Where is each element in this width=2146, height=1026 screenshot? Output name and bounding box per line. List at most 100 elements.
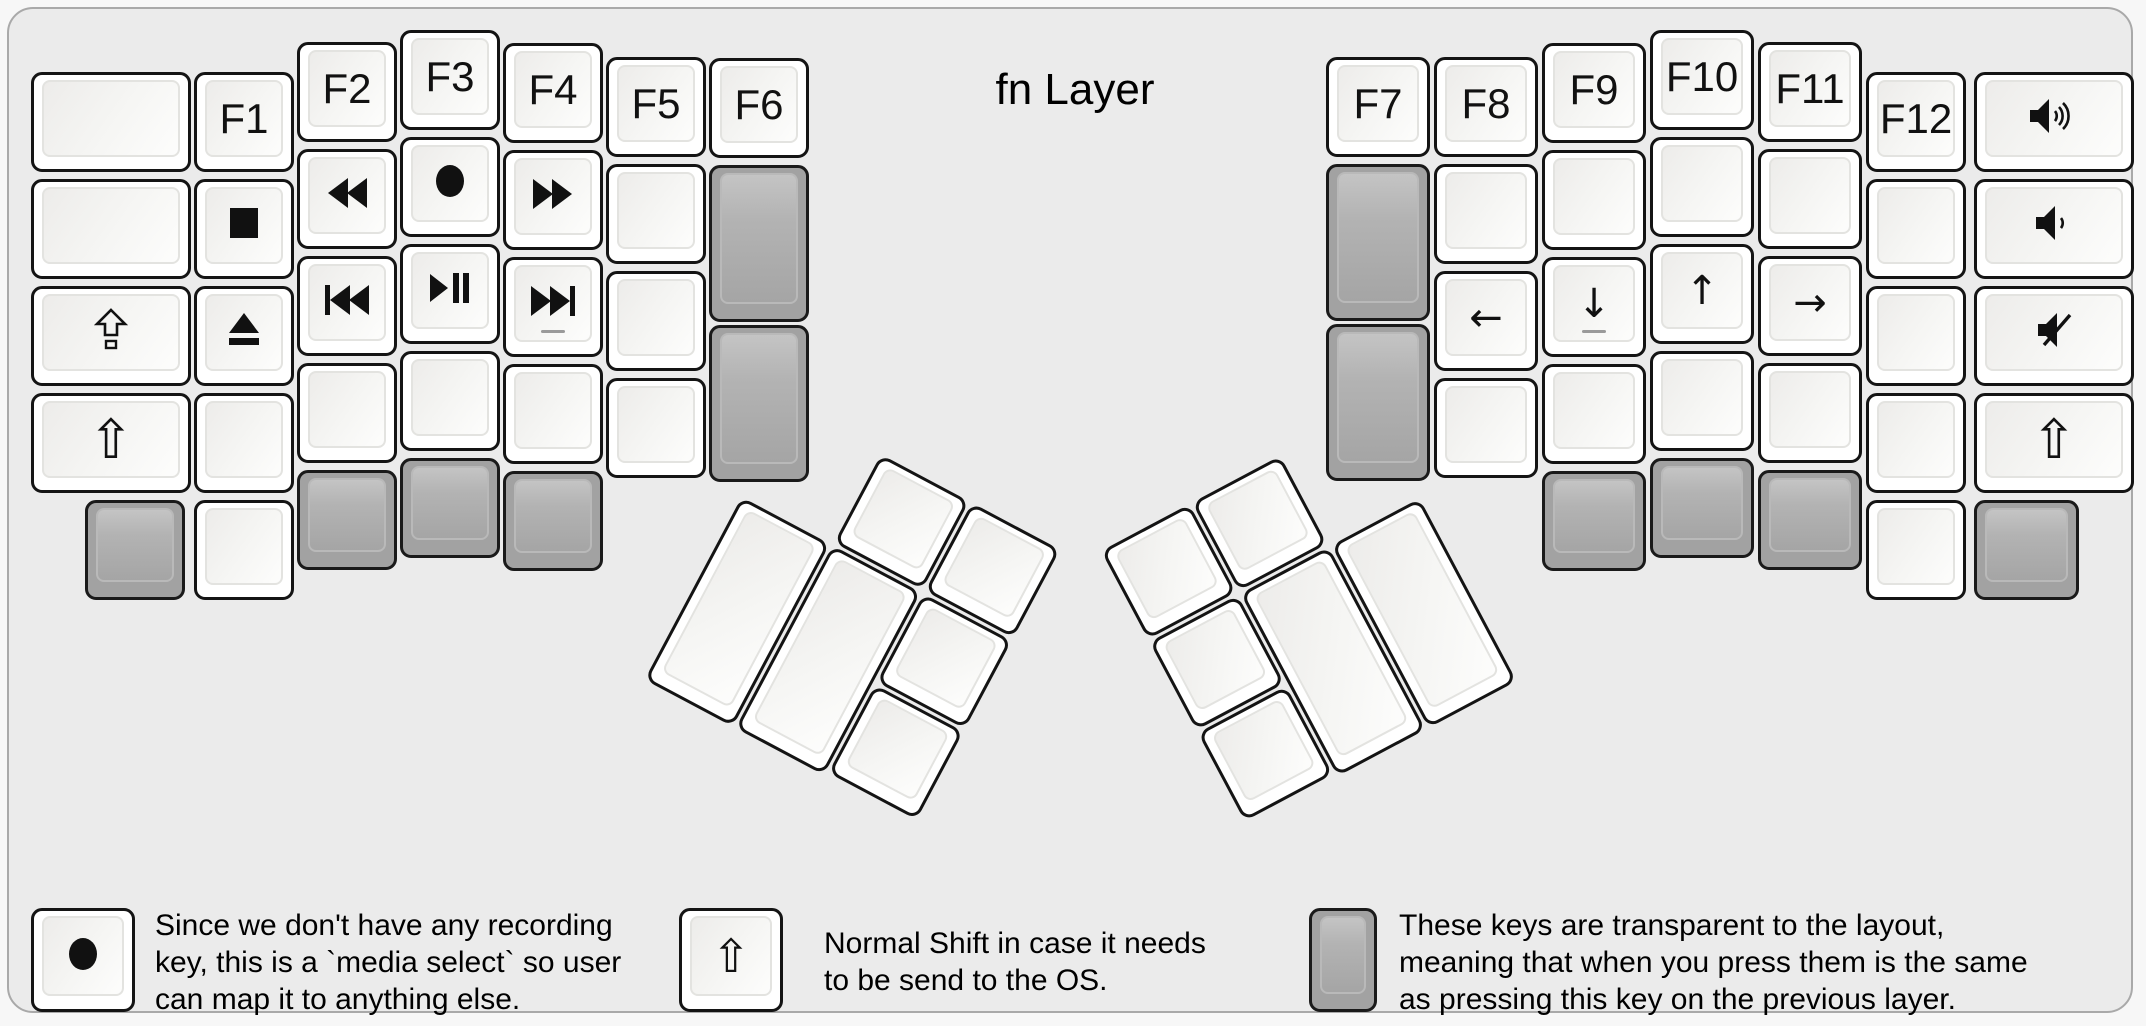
key-label: F1 — [219, 94, 269, 142]
record-icon — [434, 163, 466, 204]
key-blank-c1r4[interactable] — [194, 393, 294, 493]
key-volume-up[interactable] — [1974, 72, 2134, 172]
keytop — [308, 371, 386, 448]
key-transparent-c10r5[interactable] — [1650, 458, 1754, 558]
key-arrow-right[interactable]: → — [1758, 256, 1862, 356]
shift-icon: ⇧ — [2031, 407, 2077, 471]
keytop — [1661, 359, 1743, 436]
keytop — [1553, 479, 1635, 553]
key-transparent-left-bottom[interactable] — [85, 500, 185, 600]
keytop — [514, 372, 592, 449]
key-prev-track[interactable] — [297, 256, 397, 356]
keytop — [1661, 145, 1743, 222]
key-f10[interactable]: F10 — [1650, 30, 1754, 130]
keytop — [1445, 172, 1527, 249]
key-blank-c12r4[interactable] — [1866, 393, 1966, 493]
key-volume-mute[interactable] — [1974, 286, 2134, 386]
key-blank-c2r4[interactable] — [297, 363, 397, 463]
key-f2[interactable]: F2 — [297, 42, 397, 142]
keytop — [1877, 187, 1955, 264]
key-blank-c5r4[interactable] — [606, 378, 706, 478]
key-blank-c9r4[interactable] — [1542, 364, 1646, 464]
key-label: F11 — [1775, 64, 1845, 112]
key-blank-c4r4[interactable] — [503, 364, 603, 464]
keytop — [1985, 80, 2123, 157]
key-label: F9 — [1569, 65, 1619, 113]
keytop — [1445, 386, 1527, 463]
key-shift-left[interactable]: ⇧ — [31, 393, 191, 493]
keytop — [1337, 172, 1419, 303]
key-media-stop[interactable] — [194, 179, 294, 279]
keytop — [1661, 466, 1743, 540]
keytop — [411, 466, 489, 540]
keytop — [1553, 158, 1635, 235]
key-blank-c11r4[interactable] — [1758, 363, 1862, 463]
key-play-pause[interactable] — [400, 244, 500, 344]
key-media-record[interactable] — [400, 137, 500, 237]
keytop — [1320, 916, 1366, 994]
key-blank-c5r2[interactable] — [606, 164, 706, 264]
key-transparent-c4r5[interactable] — [503, 471, 603, 571]
key-f1[interactable]: F1 — [194, 72, 294, 172]
keytop: F9 — [1553, 51, 1635, 128]
keytop: ⇧ — [1985, 401, 2123, 478]
key-f6[interactable]: F6 — [709, 58, 809, 158]
key-blank-c8r4[interactable] — [1434, 378, 1538, 478]
keytop: → — [1769, 264, 1851, 341]
capslock-icon — [93, 308, 129, 357]
key-f12[interactable]: F12 — [1866, 72, 1966, 172]
key-f4[interactable]: F4 — [503, 43, 603, 143]
key-transparent-c6tall2[interactable] — [709, 325, 809, 482]
arrow-up-icon: ↑ — [1685, 267, 1719, 314]
key-blank-c8r2[interactable] — [1434, 164, 1538, 264]
key-f7[interactable]: F7 — [1326, 57, 1430, 157]
key-arrow-up[interactable]: ↑ — [1650, 244, 1754, 344]
key-caps-lock[interactable] — [31, 286, 191, 386]
key-blank-c1r5[interactable] — [194, 500, 294, 600]
key-transparent-c6tall1[interactable] — [709, 165, 809, 322]
key-blank-c12r5[interactable] — [1866, 500, 1966, 600]
key-transparent-c7tall2[interactable] — [1326, 324, 1430, 481]
key-volume-down[interactable] — [1974, 179, 2134, 279]
key-f5[interactable]: F5 — [606, 57, 706, 157]
keytop — [411, 145, 489, 222]
key-blank-c3r4[interactable] — [400, 351, 500, 451]
key-arrow-down[interactable]: ↓ — [1542, 257, 1646, 357]
keytop: ↓ — [1553, 265, 1635, 342]
key-blank-c9r2[interactable] — [1542, 150, 1646, 250]
keytop — [1769, 478, 1851, 552]
key-fast-forward[interactable] — [503, 150, 603, 250]
key-blank-c12r3[interactable] — [1866, 286, 1966, 386]
key-transparent-c3r5[interactable] — [400, 458, 500, 558]
key-f9[interactable]: F9 — [1542, 43, 1646, 143]
key-rewind[interactable] — [297, 149, 397, 249]
key-arrow-left[interactable]: ← — [1434, 271, 1538, 371]
shift-icon: ⇧ — [711, 929, 751, 983]
key-f3[interactable]: F3 — [400, 30, 500, 130]
next-icon — [531, 285, 575, 322]
keytop — [411, 252, 489, 329]
key-blank-c5r3[interactable] — [606, 271, 706, 371]
key-f11[interactable]: F11 — [1758, 42, 1862, 142]
arrow-left-icon: ← — [1469, 294, 1503, 341]
key-transparent-c9r5[interactable] — [1542, 471, 1646, 571]
key-next-track[interactable] — [503, 257, 603, 357]
key-transparent-c11r5[interactable] — [1758, 470, 1862, 570]
key-transparent-c7tall1[interactable] — [1326, 164, 1430, 321]
key-shift-right[interactable]: ⇧ — [1974, 393, 2134, 493]
key-transparent-c2r5[interactable] — [297, 470, 397, 570]
key-blank-c10r4[interactable] — [1650, 351, 1754, 451]
keytop — [205, 508, 283, 585]
prev-icon — [325, 284, 369, 321]
key-f8[interactable]: F8 — [1434, 57, 1538, 157]
key-blank-c11r2[interactable] — [1758, 149, 1862, 249]
key-blank-l0r1[interactable] — [31, 72, 191, 172]
keytop: F6 — [720, 66, 798, 143]
key-eject[interactable] — [194, 286, 294, 386]
key-transparent-right-bottom[interactable] — [1974, 500, 2079, 600]
key-blank-c10r2[interactable] — [1650, 137, 1754, 237]
key-blank-l0r2[interactable] — [31, 179, 191, 279]
key-blank-c12r2[interactable] — [1866, 179, 1966, 279]
